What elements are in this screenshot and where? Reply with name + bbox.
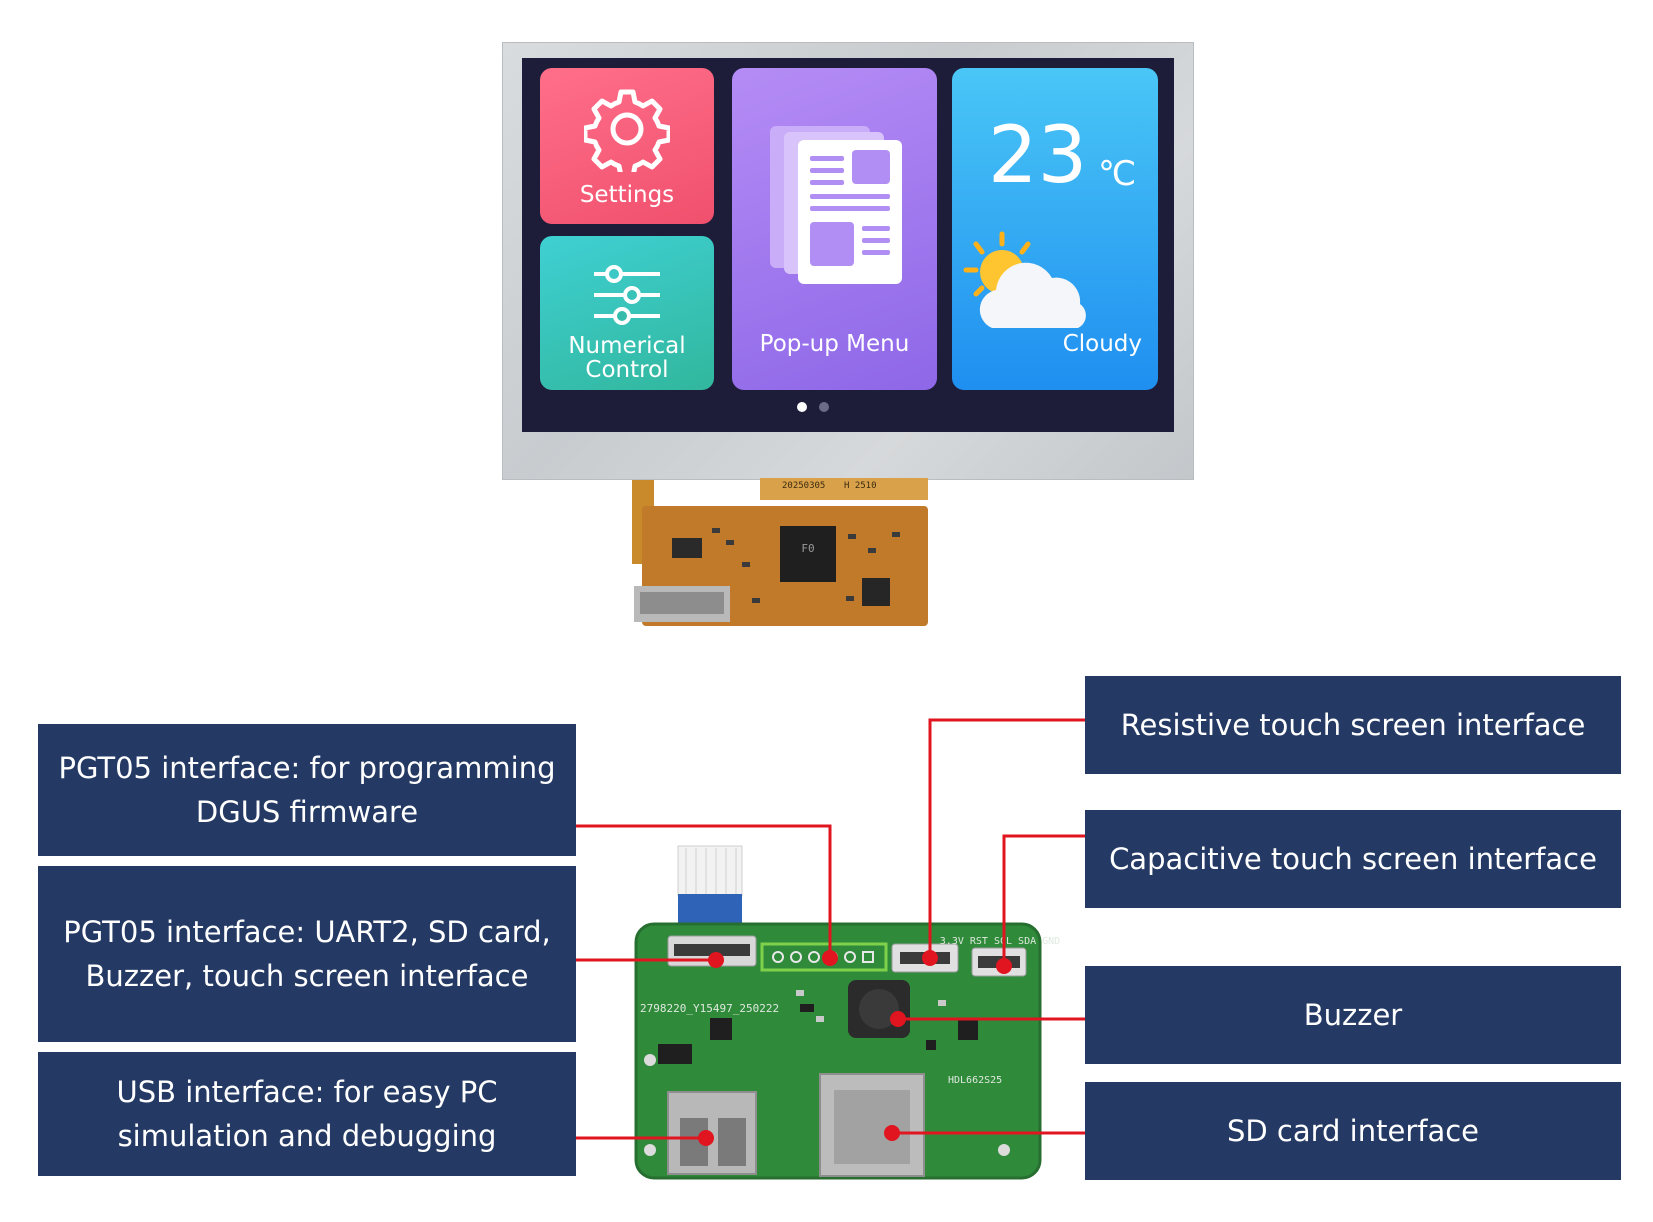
tile-popup-menu[interactable]: Pop-up Menu	[732, 68, 937, 390]
callout-usb-line2: simulation and debugging	[117, 1119, 497, 1153]
callout-pgt05-uart-line1: PGT05 interface: UART2, SD card,	[63, 915, 551, 949]
callout-pgt05-uart: PGT05 interface: UART2, SD card, Buzzer,…	[38, 866, 576, 1042]
callout-usb-line1: USB interface: for easy PC	[116, 1075, 498, 1109]
callout-buzzer: Buzzer	[1085, 966, 1621, 1064]
callout-sd-card: SD card interface	[1085, 1082, 1621, 1180]
callout-pgt05-programming-line1: PGT05 interface: for programming	[58, 751, 556, 785]
callout-resistive-touch: Resistive touch screen interface	[1085, 676, 1621, 774]
tile-weather-label: Cloudy	[1062, 331, 1142, 357]
callout-pgt05-programming-line2: DGUS firmware	[195, 795, 419, 829]
fpc-batch-code: H 2510	[844, 481, 877, 491]
tile-popup-label: Pop-up Menu	[759, 331, 910, 357]
callout-pgt05-programming: PGT05 interface: for programming DGUS fi…	[38, 724, 576, 856]
pcb-serial: 2798220_Y15497_250222	[640, 1002, 779, 1015]
page-indicator-dot[interactable]	[819, 402, 829, 412]
page-indicator-dot-active[interactable]	[797, 402, 807, 412]
fpc-driver-board: F0 20250305 H 2510	[632, 478, 928, 626]
controller-chip	[780, 526, 836, 582]
ribbon-cable	[677, 845, 743, 897]
pcb-model: HDL662S25	[948, 1075, 1002, 1086]
callout-usb: USB interface: for easy PC simulation an…	[38, 1052, 576, 1176]
tile-numerical-control[interactable]: Numerical Control	[540, 236, 714, 390]
sliders-icon	[594, 265, 660, 325]
lcd-screen: Settings Numerical Control	[522, 58, 1174, 432]
tile-settings-label: Settings	[579, 182, 675, 208]
leader-endpoints	[698, 950, 1012, 1146]
pin-labels: 3.3V RST SCL SDA GND	[940, 936, 1060, 947]
gear-icon	[584, 89, 670, 172]
leader-lines	[576, 718, 1085, 1140]
callout-pgt05-uart-line2: Buzzer, touch screen interface	[85, 959, 529, 993]
temperature-value: 23	[988, 111, 1088, 201]
chip-marking: F0	[801, 542, 814, 555]
document-icon	[770, 126, 902, 284]
programming-header-highlight	[760, 942, 888, 972]
callout-capacitive-touch: Capacitive touch screen interface	[1085, 810, 1621, 908]
temperature-unit: ℃	[1098, 154, 1137, 194]
tile-numerical-label: Numerical Control	[568, 333, 686, 383]
tile-settings[interactable]: Settings	[540, 68, 714, 224]
tile-weather[interactable]: 23 ℃ Cloudy	[952, 68, 1158, 390]
partly-cloudy-icon	[963, 231, 1086, 328]
fpc-date-code: 20250305	[782, 481, 825, 491]
